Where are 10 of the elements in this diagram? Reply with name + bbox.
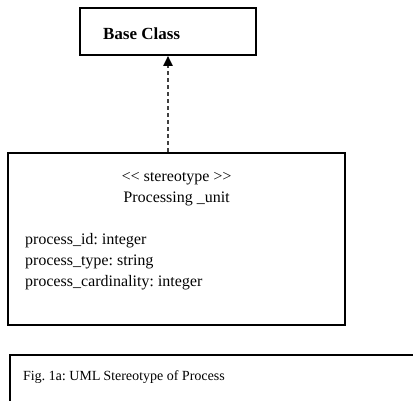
class-name: Processing _unit [122, 188, 231, 208]
dashed-arrow [163, 56, 173, 152]
attribute: process_id: integer [24, 230, 148, 250]
class-box [79, 7, 257, 56]
class-name: Base Class [103, 23, 180, 45]
stereotype-class-box [7, 152, 346, 326]
stereotype-label: << stereotype >> [120, 167, 232, 187]
attribute: process_type: string [24, 251, 154, 271]
figure-caption: Fig. 1a: UML Stereotype of Process [23, 368, 225, 386]
attribute: process_cardinality: integer [24, 272, 204, 292]
